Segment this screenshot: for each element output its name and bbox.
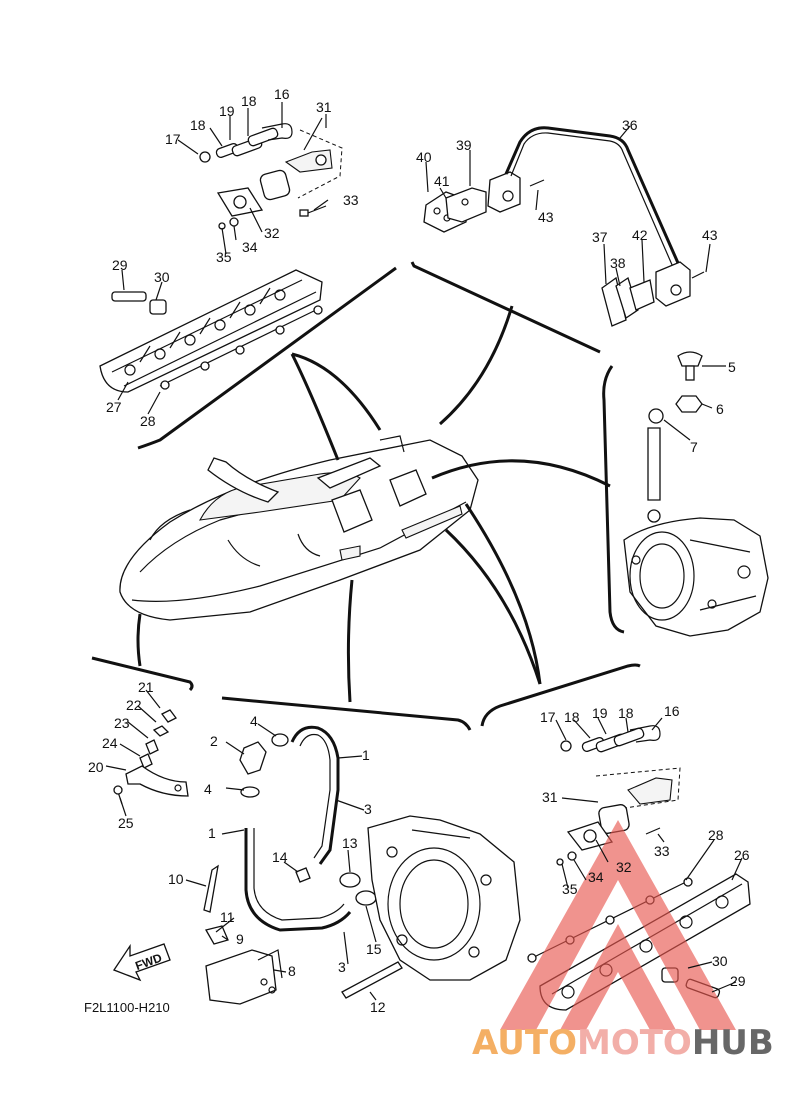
watermark-logo: AUTOMOTOHUB [472, 820, 774, 1063]
handle-assembly-top-right [423, 126, 705, 327]
callout-17: 17 [540, 709, 556, 725]
callout-labels: 16 18 19 18 17 31 33 32 34 35 40 41 39 3… [84, 86, 750, 1015]
watercraft-hull [119, 435, 479, 621]
callout-34: 34 [588, 869, 604, 885]
callout-39: 39 [456, 137, 472, 153]
nozzle-assembly-right [623, 351, 769, 637]
callout-20: 20 [88, 759, 104, 775]
callout-32: 32 [616, 859, 632, 875]
cover-assembly-top-left [199, 123, 343, 230]
callout-9: 9 [236, 931, 244, 947]
callout-32: 32 [264, 225, 280, 241]
watermark-text-auto: AUTOMOTOHUB [472, 1023, 774, 1063]
callout-41: 41 [434, 173, 450, 189]
callout-3: 3 [338, 959, 346, 975]
callout-43: 43 [702, 227, 718, 243]
cover-assembly-bottom-right [556, 725, 681, 866]
callout-37: 37 [592, 229, 608, 245]
callout-16: 16 [664, 703, 680, 719]
callout-43: 43 [538, 209, 554, 225]
frame-lines-bottom [91, 656, 641, 731]
callout-30: 30 [712, 953, 728, 969]
callout-4: 4 [204, 781, 212, 797]
callout-27: 27 [106, 399, 122, 415]
callout-10: 10 [168, 871, 184, 887]
forward-direction-arrow: FWD [113, 943, 171, 982]
callout-19: 19 [219, 103, 235, 119]
callout-28: 28 [708, 827, 724, 843]
diagram-code: F2L1100-H210 [84, 1000, 170, 1015]
callout-30: 30 [154, 269, 170, 285]
callout-2: 2 [210, 733, 218, 749]
callout-5: 5 [728, 359, 736, 375]
callout-1: 1 [362, 747, 370, 763]
callout-34: 34 [242, 239, 258, 255]
hose-assembly-bottom-center [203, 725, 521, 1005]
callout-26: 26 [734, 847, 750, 863]
grab-rail-top [99, 269, 323, 393]
callout-21: 21 [138, 679, 154, 695]
callout-33: 33 [343, 192, 359, 208]
callout-18: 18 [190, 117, 206, 133]
callout-42: 42 [632, 227, 648, 243]
callout-36: 36 [622, 117, 638, 133]
callout-18: 18 [564, 709, 580, 725]
callout-3: 3 [364, 801, 372, 817]
callout-12: 12 [370, 999, 386, 1015]
callout-15: 15 [366, 941, 382, 957]
callout-35: 35 [562, 881, 578, 897]
callout-29: 29 [730, 973, 746, 989]
callout-13: 13 [342, 835, 358, 851]
callout-29: 29 [112, 257, 128, 273]
callout-28: 28 [140, 413, 156, 429]
callout-31: 31 [316, 99, 332, 115]
callout-17: 17 [165, 131, 181, 147]
callout-22: 22 [126, 697, 142, 713]
callout-19: 19 [592, 705, 608, 721]
frame-lines-top [137, 261, 625, 634]
callout-38: 38 [610, 255, 626, 271]
callout-14: 14 [272, 849, 288, 865]
callout-18: 18 [618, 705, 634, 721]
callout-11: 11 [220, 909, 235, 925]
leader-arrows [136, 305, 611, 703]
callout-8: 8 [288, 963, 296, 979]
callout-7: 7 [690, 439, 698, 455]
callout-33: 33 [654, 843, 670, 859]
callout-35: 35 [216, 249, 232, 265]
callout-6: 6 [716, 401, 724, 417]
callout-31: 31 [542, 789, 558, 805]
callout-1: 1 [208, 825, 216, 841]
callout-24: 24 [102, 735, 118, 751]
callout-16: 16 [274, 86, 290, 102]
callout-leaders [105, 102, 743, 1001]
bracket-assembly-bottom-left [113, 709, 189, 805]
callout-4: 4 [250, 713, 258, 729]
callout-18: 18 [241, 93, 257, 109]
callout-40: 40 [416, 149, 432, 165]
callout-25: 25 [118, 815, 134, 831]
callout-23: 23 [114, 715, 130, 731]
